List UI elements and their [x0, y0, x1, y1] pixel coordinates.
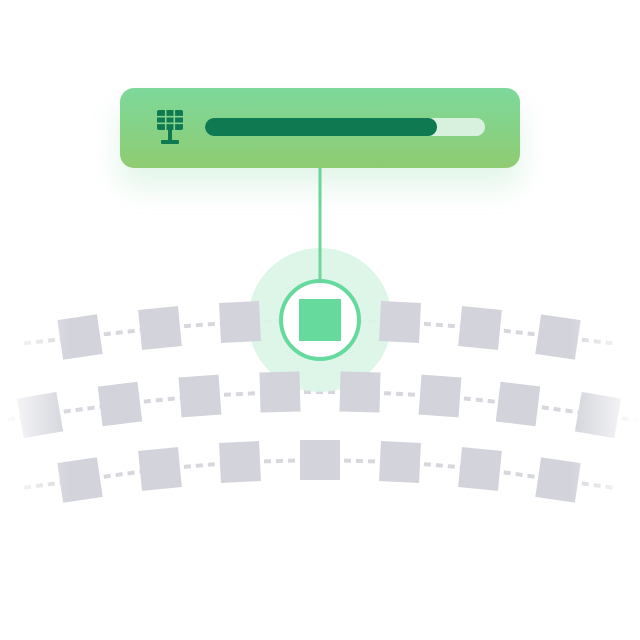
network-node [178, 374, 222, 418]
network-node [458, 447, 502, 491]
network-node [300, 440, 340, 480]
progress-fill [205, 118, 438, 136]
network-node [535, 314, 581, 360]
network-node [379, 441, 421, 483]
network-node [458, 306, 502, 350]
highlight-ring [279, 279, 361, 361]
network-node [339, 371, 381, 413]
network-node [97, 381, 143, 427]
network-node [418, 374, 462, 418]
highlighted-node[interactable] [299, 299, 341, 341]
progress-track [205, 118, 485, 136]
fade-left [0, 290, 70, 520]
network-node [138, 306, 182, 350]
network-node [495, 381, 541, 427]
network-node [138, 447, 182, 491]
network-node [219, 301, 261, 343]
network-node [379, 301, 421, 343]
solar-panel-icon [157, 110, 183, 144]
network-node [219, 441, 261, 483]
fade-right [570, 290, 640, 520]
network-node [535, 457, 581, 503]
network-node [259, 371, 301, 413]
